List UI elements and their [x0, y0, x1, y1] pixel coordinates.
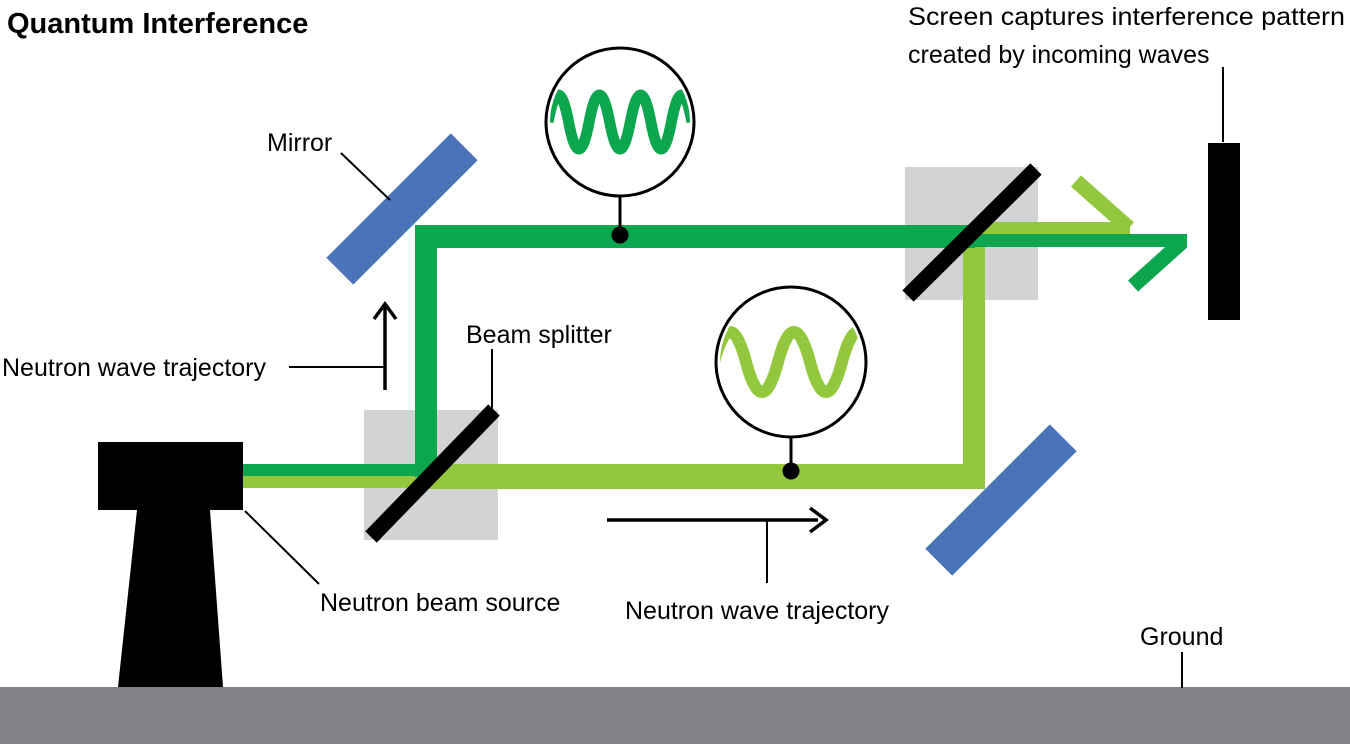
- beam-splitter-label: Beam splitter: [466, 321, 612, 349]
- beam-light-output: [974, 222, 1130, 234]
- wave-inset-1-circle: [544, 46, 696, 198]
- wave-inset-2-circle: [714, 285, 868, 439]
- source-pointer-line: [244, 510, 320, 585]
- neutron-source-base: [118, 510, 223, 687]
- trajectory-left-label: Neutron wave trajectory: [2, 354, 267, 382]
- trajectory-middle-label: Neutron wave trajectory: [625, 597, 890, 625]
- beam-dark-arrowhead: [1127, 236, 1188, 292]
- beam-dark-vertical: [415, 225, 437, 477]
- high-frequency-wave-icon: [550, 89, 690, 155]
- beam-light-arrowhead: [1071, 175, 1134, 234]
- mirror-label: Mirror: [267, 129, 332, 157]
- beam-splitter-1-plate: [365, 404, 500, 543]
- mirror-2: [925, 424, 1077, 576]
- ground-strip: [0, 687, 1350, 744]
- screen-label-line1: Screen captures interference pattern: [908, 3, 1345, 31]
- beam-splitter-2-plate: [902, 163, 1042, 302]
- low-frequency-wave-icon: [720, 326, 862, 398]
- beam-dark-horizontal-upper: [415, 225, 975, 248]
- page-title: Quantum Interference: [7, 8, 308, 40]
- beam-light-thin-from-source: [242, 476, 432, 488]
- beam-dark-output: [968, 234, 1187, 247]
- screen-label-line2: created by incoming waves: [908, 41, 1210, 69]
- screen: [1208, 143, 1240, 320]
- wave-inset-1-dot: [611, 226, 629, 244]
- mirror-1: [326, 133, 478, 285]
- wave-inset-2-dot: [782, 462, 800, 480]
- right-arrow-icon: [808, 506, 829, 534]
- up-arrow-icon: [372, 301, 398, 321]
- beam-light-vertical: [963, 230, 985, 489]
- neutron-source-head: [98, 442, 243, 510]
- beam-light-horizontal-lower: [428, 464, 985, 489]
- mirror-pointer-line: [340, 152, 391, 201]
- beam-dark-thin-from-source: [242, 464, 437, 476]
- source-label: Neutron beam source: [320, 589, 560, 617]
- ground-label: Ground: [1140, 623, 1223, 651]
